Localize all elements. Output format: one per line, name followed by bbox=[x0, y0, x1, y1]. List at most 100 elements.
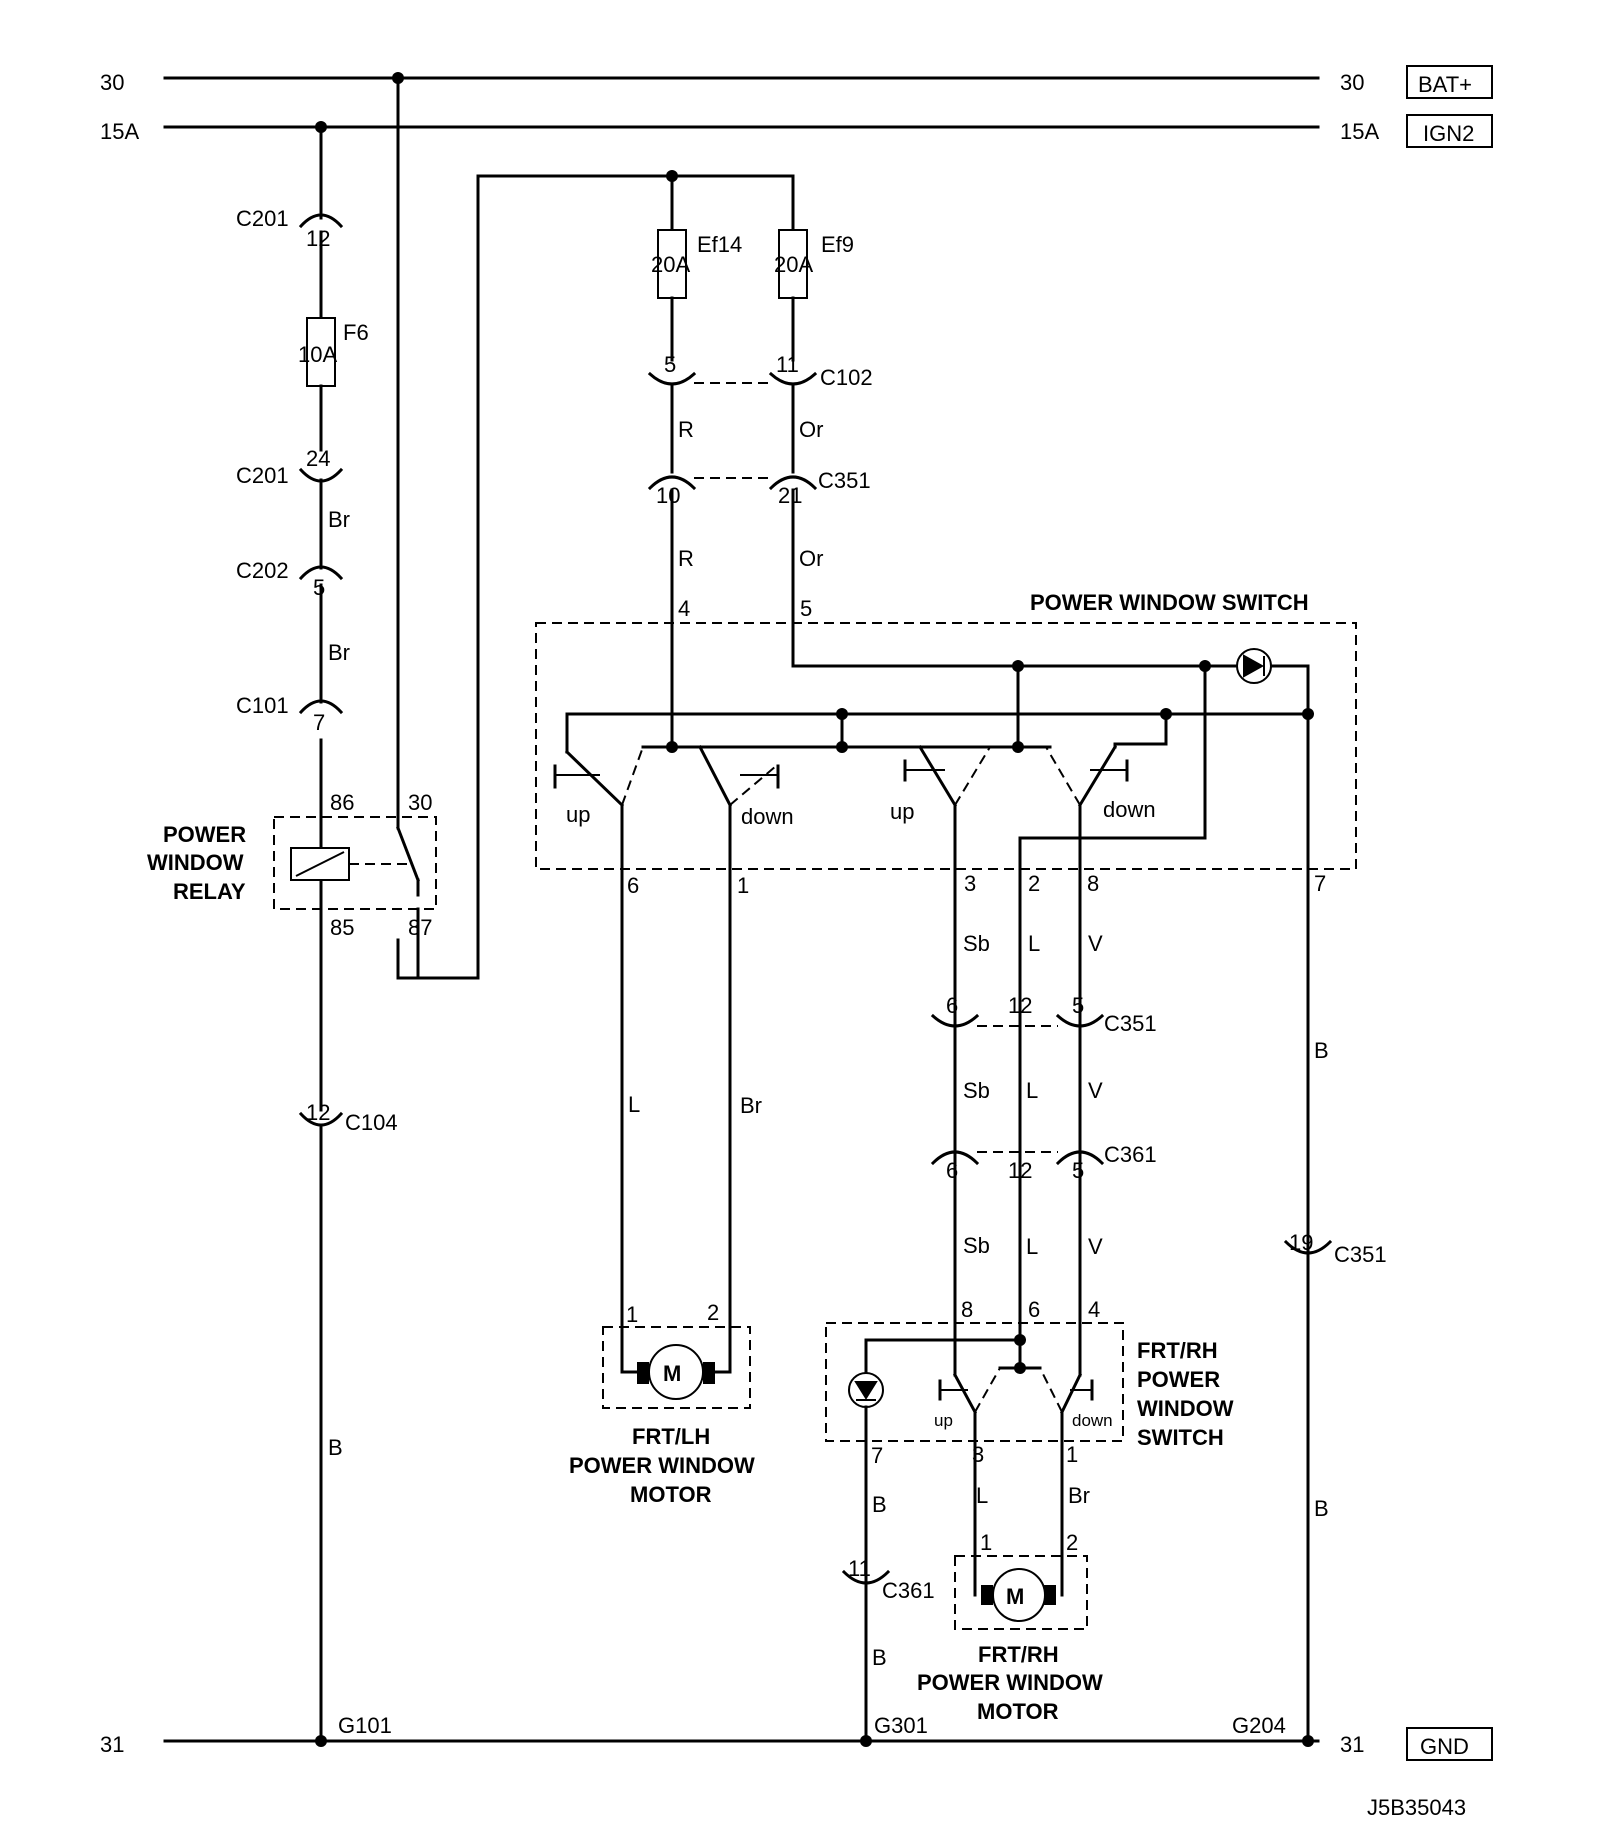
svg-text:down: down bbox=[1072, 1411, 1113, 1430]
connector-c202 bbox=[298, 565, 344, 581]
svg-text:B: B bbox=[1314, 1496, 1329, 1521]
svg-text:30: 30 bbox=[408, 790, 432, 815]
power-window-relay: POWER WINDOW RELAY 86 30 85 87 bbox=[147, 72, 795, 980]
svg-text:Br: Br bbox=[328, 640, 350, 665]
svg-text:MOTOR: MOTOR bbox=[977, 1699, 1059, 1724]
svg-text:Sb: Sb bbox=[963, 931, 990, 956]
svg-text:G101: G101 bbox=[338, 1713, 392, 1738]
power-window-switch: POWER WINDOW SWITCH 4 5 up do bbox=[535, 590, 1357, 1743]
svg-text:30: 30 bbox=[1340, 70, 1364, 95]
svg-text:B: B bbox=[872, 1492, 887, 1517]
svg-text:Sb: Sb bbox=[963, 1078, 990, 1103]
svg-text:Br: Br bbox=[740, 1093, 762, 1118]
rail-31: 31 31 GND bbox=[100, 1727, 1493, 1761]
svg-text:5: 5 bbox=[1072, 1158, 1084, 1183]
svg-text:L: L bbox=[1028, 931, 1040, 956]
svg-text:1: 1 bbox=[980, 1530, 992, 1555]
svg-text:C202: C202 bbox=[236, 558, 289, 583]
svg-text:1: 1 bbox=[626, 1302, 638, 1327]
svg-text:C201: C201 bbox=[236, 463, 289, 488]
connector-c101 bbox=[298, 699, 344, 715]
svg-text:5: 5 bbox=[313, 575, 325, 600]
diagram-id: J5B35043 bbox=[1367, 1795, 1466, 1820]
svg-text:C104: C104 bbox=[345, 1110, 398, 1135]
svg-text:M: M bbox=[1006, 1584, 1024, 1609]
fuse-f6 bbox=[306, 317, 336, 387]
svg-text:Br: Br bbox=[328, 507, 350, 532]
relay-contact bbox=[396, 826, 420, 882]
svg-text:M: M bbox=[663, 1361, 681, 1386]
motor-icon bbox=[648, 1344, 704, 1400]
svg-text:FRT/LH: FRT/LH bbox=[632, 1424, 710, 1449]
svg-text:C351: C351 bbox=[1334, 1242, 1387, 1267]
bat-label: BAT+ bbox=[1418, 72, 1472, 97]
svg-text:11: 11 bbox=[776, 352, 799, 377]
svg-text:down: down bbox=[1103, 797, 1156, 822]
svg-text:30: 30 bbox=[100, 70, 124, 95]
svg-text:POWER WINDOW: POWER WINDOW bbox=[917, 1670, 1103, 1695]
svg-text:G301: G301 bbox=[874, 1713, 928, 1738]
svg-text:86: 86 bbox=[330, 790, 354, 815]
svg-text:C102: C102 bbox=[820, 365, 873, 390]
svg-text:L: L bbox=[628, 1092, 640, 1117]
svg-text:C361: C361 bbox=[882, 1578, 935, 1603]
rh-harness: Sb L V 6 12 5 C351 Sb L V C361 6 12 5 Sb… bbox=[930, 931, 1387, 1747]
svg-text:Sb: Sb bbox=[963, 1233, 990, 1258]
svg-text:3: 3 bbox=[972, 1442, 984, 1467]
svg-text:Ef9: Ef9 bbox=[821, 232, 854, 257]
svg-text:up: up bbox=[566, 802, 590, 827]
svg-text:RELAY: RELAY bbox=[173, 879, 246, 904]
connector-c361-a bbox=[930, 1150, 980, 1166]
svg-text:10: 10 bbox=[656, 483, 680, 508]
svg-text:8: 8 bbox=[961, 1297, 973, 1322]
svg-text:11: 11 bbox=[848, 1556, 871, 1581]
svg-text:WINDOW: WINDOW bbox=[1137, 1396, 1234, 1421]
svg-text:C201: C201 bbox=[236, 206, 289, 231]
svg-text:L: L bbox=[976, 1483, 988, 1508]
connector-c351-b bbox=[930, 1013, 980, 1028]
svg-text:2: 2 bbox=[1066, 1530, 1078, 1555]
ign-label: IGN2 bbox=[1423, 121, 1474, 146]
svg-text:5: 5 bbox=[1072, 993, 1084, 1018]
connector-c361-b bbox=[841, 1569, 891, 1585]
svg-text:12: 12 bbox=[306, 226, 330, 251]
svg-text:Ef14: Ef14 bbox=[697, 232, 742, 257]
svg-text:down: down bbox=[741, 804, 794, 829]
svg-text:21: 21 bbox=[778, 483, 802, 508]
svg-text:L: L bbox=[1026, 1078, 1038, 1103]
svg-text:up: up bbox=[890, 799, 914, 824]
gnd-label: GND bbox=[1420, 1734, 1469, 1759]
svg-text:FRT/RH: FRT/RH bbox=[978, 1642, 1059, 1667]
svg-text:SWITCH: SWITCH bbox=[1137, 1425, 1224, 1450]
frt-rh-power-window-switch: 8 6 4 up down 7 3 1 FRT/RH POWER WINDOW … bbox=[825, 1297, 1234, 1743]
svg-text:B: B bbox=[328, 1435, 343, 1460]
svg-text:C351: C351 bbox=[1104, 1011, 1157, 1036]
svg-text:31: 31 bbox=[100, 1732, 124, 1757]
svg-text:24: 24 bbox=[306, 446, 330, 471]
svg-text:POWER: POWER bbox=[1137, 1367, 1220, 1392]
svg-text:3: 3 bbox=[964, 871, 976, 896]
svg-text:POWER: POWER bbox=[163, 822, 246, 847]
svg-text:10A: 10A bbox=[298, 342, 337, 367]
svg-text:C351: C351 bbox=[818, 468, 871, 493]
svg-text:WINDOW: WINDOW bbox=[147, 850, 244, 875]
frt-rh-power-window-motor: B L Br 11 C361 B G301 1 2 M FRT/RH POWER… bbox=[841, 1483, 1103, 1747]
svg-text:C101: C101 bbox=[236, 693, 289, 718]
svg-text:5: 5 bbox=[800, 596, 812, 621]
rail-15a: 15A 15A IGN2 bbox=[100, 114, 1493, 148]
svg-text:POWER WINDOW: POWER WINDOW bbox=[569, 1453, 755, 1478]
connector-c351-a bbox=[647, 475, 697, 491]
rh-motor-icon bbox=[992, 1568, 1046, 1622]
svg-text:15A: 15A bbox=[1340, 119, 1379, 144]
svg-text:85: 85 bbox=[330, 915, 354, 940]
svg-text:12: 12 bbox=[1008, 993, 1032, 1018]
fuse-ef14 bbox=[657, 229, 687, 299]
svg-text:6: 6 bbox=[627, 873, 639, 898]
svg-text:L: L bbox=[1026, 1234, 1038, 1259]
connector-c351-c bbox=[1283, 1239, 1333, 1255]
svg-text:15A: 15A bbox=[100, 119, 139, 144]
svg-text:up: up bbox=[934, 1411, 953, 1430]
fuses: Ef14 20A Ef9 20A 5 11 C102 R Or C351 10 … bbox=[647, 170, 873, 749]
frt-lh-power-window-motor: L Br 1 2 M FRT/LH POWER WINDOW MOTOR bbox=[569, 1092, 762, 1507]
